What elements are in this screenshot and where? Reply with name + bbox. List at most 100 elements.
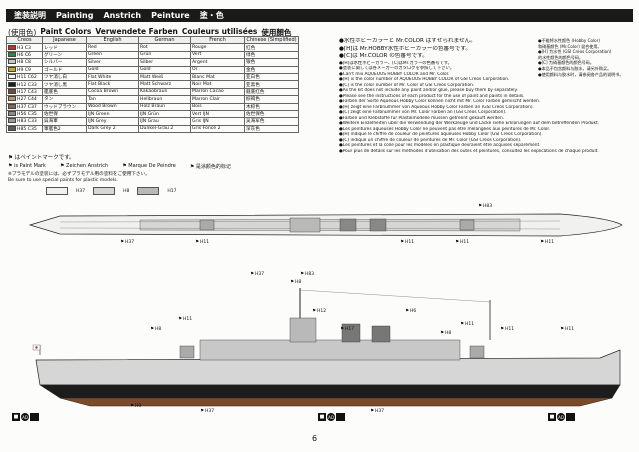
instructions-multilingual: ●水性ホビーカラーと Mr.COLOR はずせられません。 ●[H]は Mr.H… [339,38,629,154]
header-item-en: Painting [56,11,94,20]
side-view-hull-bottom [59,397,613,407]
color-chip [8,66,16,72]
color-callout: ⚑H37 [200,408,214,414]
side-view-superstructure [199,339,461,361]
chinese-name: 棕褐色 [246,97,260,103]
header-item-de: Anstrich [103,11,142,20]
english-name: Tan [88,96,96,102]
paint-mark-flag-icon: ⚑ [460,321,464,327]
english-name: Dark Grey 2 [88,126,116,132]
swatch-2 [93,187,116,195]
callout-label: H11 [405,239,414,245]
color-callout: ⚑H8 [150,326,161,332]
header-item-jp: 塗装説明 [14,11,46,20]
swatch-2-label: H8 [123,188,130,194]
french-name: Gris IJN [192,118,209,124]
subheader-de: Verwendete Farben [95,27,178,36]
badge-center-square-icon: ■ [318,413,326,421]
chinese-note-line: ●使用颜料与胶水时，请参阅各产品的说明书。 [538,71,624,77]
japanese-name: シルバー [44,60,63,66]
color-callout: ⚑H37 [120,239,134,245]
callout-label: H37 [255,271,264,277]
german-name: IJN Grün [140,111,159,117]
german-name: Matt Weiß [140,74,164,80]
badge-left: ■ AD [12,413,39,421]
paint-mark-flag-icon: ⚑ [300,271,304,277]
chinese-note-line: 的水性颜色的颜色号码。 [538,54,584,60]
english-name: IJN Grey [88,118,107,124]
side-view-hull-upper [35,349,621,386]
chinese-note-line: 和硝基颜色 (Mr.Color) 混合使用。 [538,43,602,49]
german-name: Kakaobraun [140,89,168,95]
paint-mark-flag-icon: ⚑ [200,408,204,414]
english-name: IJN Green [88,111,110,117]
paint-mark-flag-icon: ⚑ [290,279,294,285]
french-name: Bois [192,104,202,110]
english-name: Red [88,45,97,51]
creos-code: H85 C35 [17,126,37,132]
paint-mark-flag-icon: ⚑ [500,326,504,332]
german-name: Rot [140,45,148,51]
paint-mark-zh: ⚑ 是涂颜色的标记 [189,164,231,170]
color-callout: ⚑H11 [500,326,514,332]
callout-label: H8 [295,279,301,285]
header-item-zh: 塗・色 [199,11,224,20]
callout-label: H11 [545,239,554,245]
paint-mark-legend: ⚑ はペイントマークです。 [8,153,75,161]
header-item-fr: Peinture [151,11,190,20]
instruction-line: ●[H] zeigt eine Farbnummer von Aqueous H… [339,104,534,110]
badge-left-arrow-icon [30,413,39,421]
paint-mark-flag-icon: ⚑ [560,326,564,332]
creos-code: H17 C43 [17,89,37,95]
japanese-name: ゴールド [44,67,63,73]
badge-center: ■ AD [318,413,345,421]
swatch-3-label: H17 [167,188,177,194]
color-chip [8,59,16,65]
german-name: Holz Braun [140,104,166,110]
callout-label: H8 [155,326,161,332]
paint-mark-fr: ⚑ Marque De Peindre [122,163,176,169]
instruction-line: ●[C] indique un chiffre de couleur de pe… [339,137,522,143]
german-name: Grün [140,52,152,58]
swatch-3 [137,187,160,195]
note-en: Be sure to use special paints for plasti… [8,178,118,183]
side-view-funnel-2 [371,325,391,343]
japanese-name: 艦底色 [44,89,58,95]
paint-mark-en: ⚑ is Paint Mark [8,163,46,169]
creos-code: H3 C3 [17,45,31,51]
color-chip [8,96,16,102]
color-callout: ⚑H11 [178,316,192,322]
top-view-turret-aft [459,219,475,231]
instruction-line: ●[H]は水性ホビーカラー、[C]はMr.カラーの色番号です。 [339,60,452,66]
japanese-name: 佐世保 [44,112,58,118]
badge-right-arrow-icon [566,413,575,421]
japanese-name: ツヤ消し白 [44,75,67,81]
japanese-name: タン [44,97,54,103]
color-chip [8,81,16,87]
note-jp: ※プラモデルの塗装には、必ずプラモデル用の塗料をご使用下さい。 [8,172,150,177]
color-chip [8,125,16,131]
callout-label: H8 [445,330,451,336]
chinese-name: 金色 [246,67,256,73]
callout-label: H12 [317,308,326,314]
paint-mark-flag-icon: ⚑ [370,408,374,414]
paint-mark-flag-icon: ⚑ [8,155,13,161]
french-name: Or [192,67,198,73]
japanese-name: 呉海軍 [44,119,58,125]
callout-label: H11 [200,239,209,245]
subheader-fr: Couleurs utilisées [181,27,258,36]
side-view-rigging [299,289,491,303]
subheader-en: Paint Colors [40,27,92,36]
side-view-hull-waterline [39,384,621,399]
chinese-note-line: ●本品不包含颜料与胶水，请另外购买。 [538,65,612,71]
instruction-line: ●Farben und Klebstoffe für Plastikmodell… [339,115,505,121]
creos-code: H83 C33 [17,119,37,125]
creos-code: H11 C62 [17,75,37,81]
chinese-name: 佐世保色 [246,112,265,118]
color-callout: ⚑H12 [312,308,326,314]
instruction-line: ●Farben der Sorte Aqueous Hobby Color kö… [339,99,541,105]
instruction-big-1: ●水性ホビーカラーと Mr.COLOR はずせられません。 [339,38,476,44]
japanese-name: 軍艦色2 [44,126,61,132]
instruction-line: ●[H] indique le chiffre de couleur de pe… [339,132,543,138]
